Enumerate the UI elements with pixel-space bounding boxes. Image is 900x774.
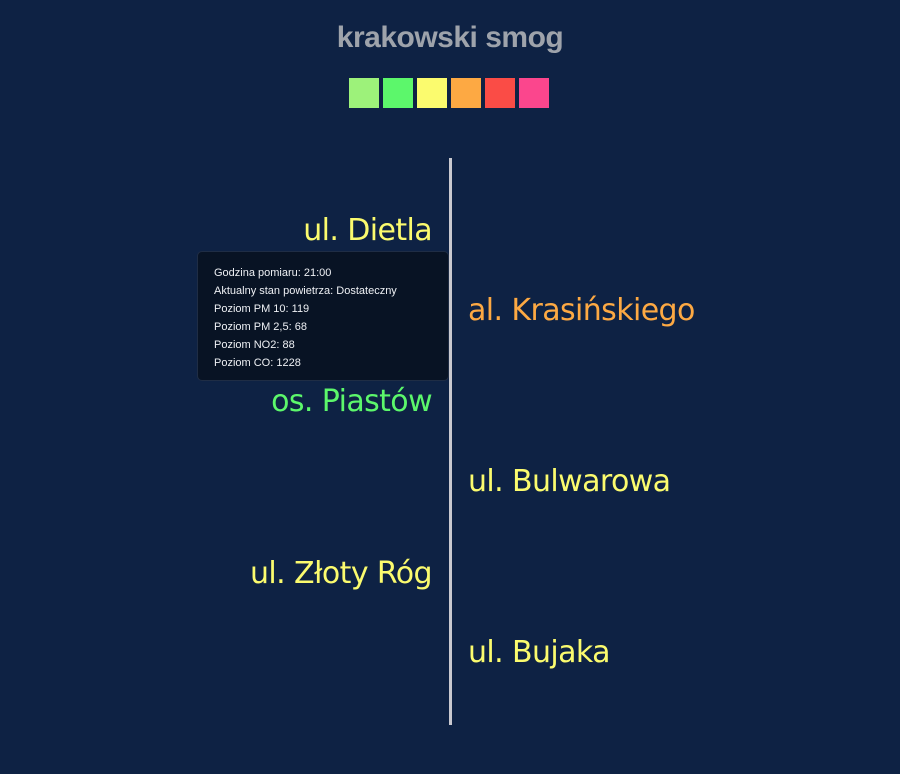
station-bulwarowa[interactable]: ul. Bulwarowa xyxy=(468,464,671,499)
tooltip-measurement-time: Godzina pomiaru: 21:00 xyxy=(214,267,332,279)
page-title: krakowski smog xyxy=(336,21,564,54)
air-quality-legend xyxy=(349,78,549,108)
tooltip-air-status: Aktualny stan powietrza: Dostateczny xyxy=(214,285,397,297)
station-bujaka[interactable]: ul. Bujaka xyxy=(468,635,611,670)
legend-swatch-very-bad xyxy=(519,78,549,108)
station-dietla[interactable]: ul. Dietla xyxy=(303,213,432,248)
measurement-tooltip: Godzina pomiaru: 21:00 Aktualny stan pow… xyxy=(197,251,449,381)
legend-swatch-good xyxy=(383,78,413,108)
tooltip-pm25: Poziom PM 2,5: 68 xyxy=(214,321,307,333)
station-zloty-rog[interactable]: ul. Złoty Róg xyxy=(250,556,433,591)
station-piastow[interactable]: os. Piastów xyxy=(271,384,432,419)
tooltip-co: Poziom CO: 1228 xyxy=(214,357,301,369)
station-krasinskiego[interactable]: al. Krasińskiego xyxy=(468,293,695,328)
tooltip-pm10: Poziom PM 10: 119 xyxy=(214,303,310,315)
legend-swatch-sufficient xyxy=(451,78,481,108)
legend-swatch-bad xyxy=(485,78,515,108)
legend-swatch-very-good xyxy=(349,78,379,108)
timeline-axis xyxy=(449,158,452,725)
legend-swatch-moderate xyxy=(417,78,447,108)
tooltip-no2: Poziom NO2: 88 xyxy=(214,339,295,351)
